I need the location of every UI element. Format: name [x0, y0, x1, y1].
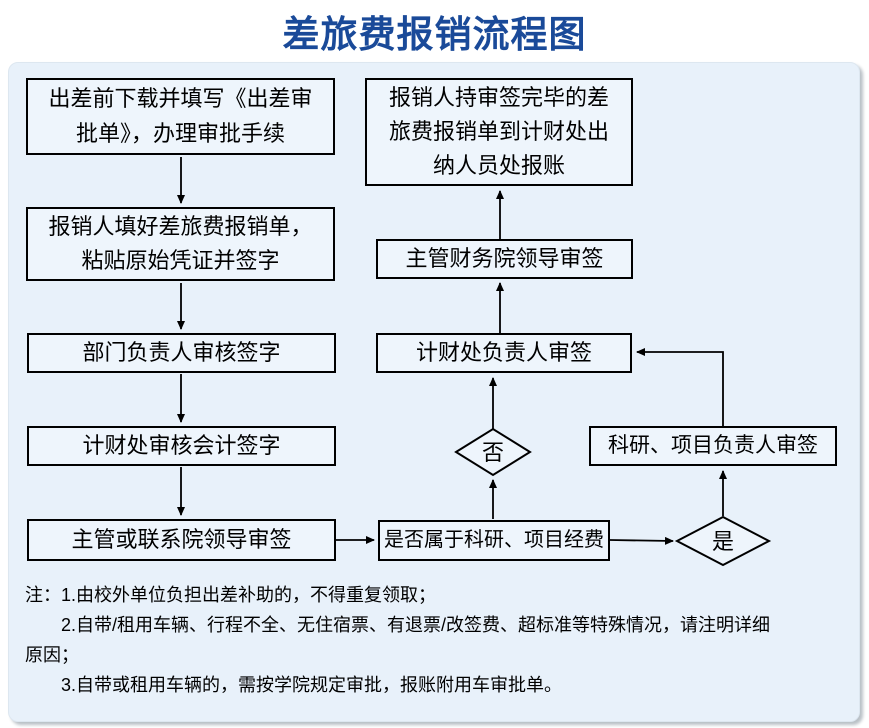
box-is-project-fund: 是否属于科研、项目经费: [378, 520, 610, 561]
box-dept-head-sign: 部门负责人审核签字: [27, 333, 336, 373]
box-pre-trip-approval: 出差前下载并填写《出差审批单》，办理审批手续: [26, 78, 335, 155]
diamond-yes-label: 是: [712, 529, 734, 554]
box-supervisor-dean-sign: 主管或联系院领导审签: [27, 519, 336, 561]
arrow-projectleader-to-director: [636, 348, 724, 426]
box-finance-director-sign: 计财处负责人审签: [376, 333, 632, 373]
page-title: 差旅费报销流程图: [282, 15, 587, 56]
footnote-line-1: 注：1.由校外单位负担出差补助的，不得重复领取；: [25, 585, 437, 605]
box-finance-dean-sign: 主管财务院领导审签: [376, 239, 633, 279]
box-finance-accountant-sign: 计财处审核会计签字: [27, 426, 336, 466]
box-project-leader-sign: 科研、项目负责人审签: [589, 426, 837, 466]
footnote-line-3: 原因；: [25, 645, 79, 665]
box-cashier-reimburse: 报销人持审签完毕的差旅费报销单到计财处出纳人员处报账: [365, 78, 633, 186]
footnotes: 注：1.由校外单位负担出差补助的，不得重复领取； 2.自带/租用车辆、行程不全、…: [25, 580, 847, 700]
arrow-isfund-to-yes: [609, 536, 674, 545]
diamond-no: [454, 427, 532, 477]
diamond-no-label: 否: [482, 440, 504, 465]
footnote-line-4: 3.自带或租用车辆的，需按学院规定审批，报账附用车审批单。: [25, 675, 563, 695]
diamond-yes: [674, 515, 772, 567]
box-fill-reimburse-form: 报销人填好差旅费报销单，粘贴原始凭证并签字: [26, 207, 335, 281]
footnote-line-2: 2.自带/租用车辆、行程不全、无住宿票、有退票/改签费、超标准等特殊情况，请注明…: [25, 615, 771, 635]
